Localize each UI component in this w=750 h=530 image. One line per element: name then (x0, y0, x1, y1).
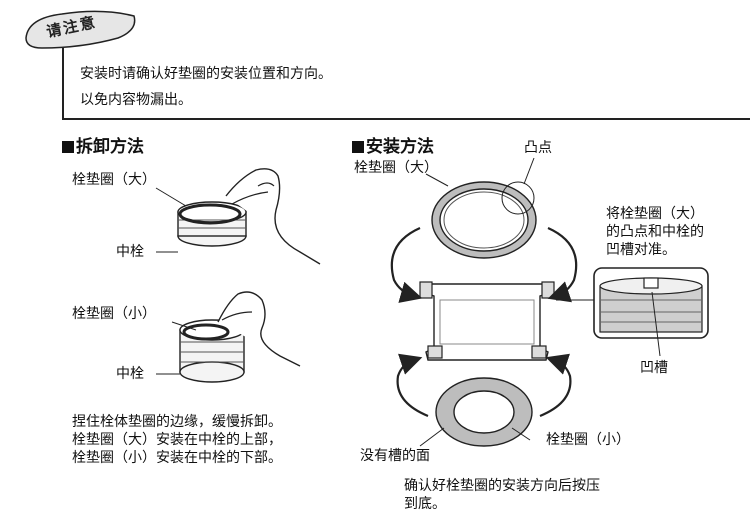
install-plug-cross-section-illustration (419, 281, 594, 361)
install-groove-detail-illustration (593, 267, 709, 357)
install-label-groove: 凹槽 (640, 360, 668, 376)
removal-plug-large-illustration (155, 168, 321, 265)
install-align-note-3: 凹槽对准。 (606, 242, 676, 258)
install-align-note-1: 将栓垫圈（大） (606, 206, 704, 222)
notice-box (62, 34, 750, 120)
install-label-small: 栓垫圈（小） (546, 432, 630, 448)
arrow-bottom-left-icon (396, 353, 429, 418)
install-gasket-small-illustration (419, 377, 533, 447)
install-confirm-2: 到底。 (404, 496, 446, 512)
install-heading: 安装方法 (352, 132, 434, 157)
removal-plug-small-illustration (156, 291, 301, 383)
removal-label-large: 栓垫圈（大） (72, 172, 156, 188)
arrow-top-left-icon (390, 226, 423, 303)
install-label-bump: 凸点 (524, 140, 552, 156)
arrow-top-right-icon (547, 226, 578, 303)
removal-instruction-1: 捏住栓体垫圈的边缘，缓慢拆卸。 (72, 414, 282, 430)
arrow-bottom-right-icon (539, 353, 572, 418)
removal-label-plug-2: 中栓 (116, 366, 144, 382)
removal-instruction-3: 栓垫圈（小）安装在中栓的下部。 (72, 450, 282, 466)
removal-label-small: 栓垫圈（小） (72, 306, 156, 322)
notice-badge-icon (25, 10, 136, 49)
install-label-no-groove: 没有槽的面 (360, 448, 430, 464)
notice-line-2: 以免内容物漏出。 (80, 92, 192, 108)
install-confirm-1: 确认好栓垫圈的安装方向后按压 (404, 478, 600, 494)
removal-heading: 拆卸方法 (62, 132, 144, 157)
notice-line-1: 安装时请确认好垫圈的安装位置和方向。 (80, 66, 332, 82)
removal-label-plug-1: 中栓 (116, 244, 144, 260)
removal-instruction-2: 栓垫圈（大）安装在中栓的上部， (72, 432, 282, 448)
install-align-note-2: 的凸点和中栓的 (606, 224, 704, 240)
install-label-large: 栓垫圈（大） (354, 160, 438, 176)
install-arrows (390, 226, 578, 418)
install-gasket-large-illustration (425, 157, 537, 259)
